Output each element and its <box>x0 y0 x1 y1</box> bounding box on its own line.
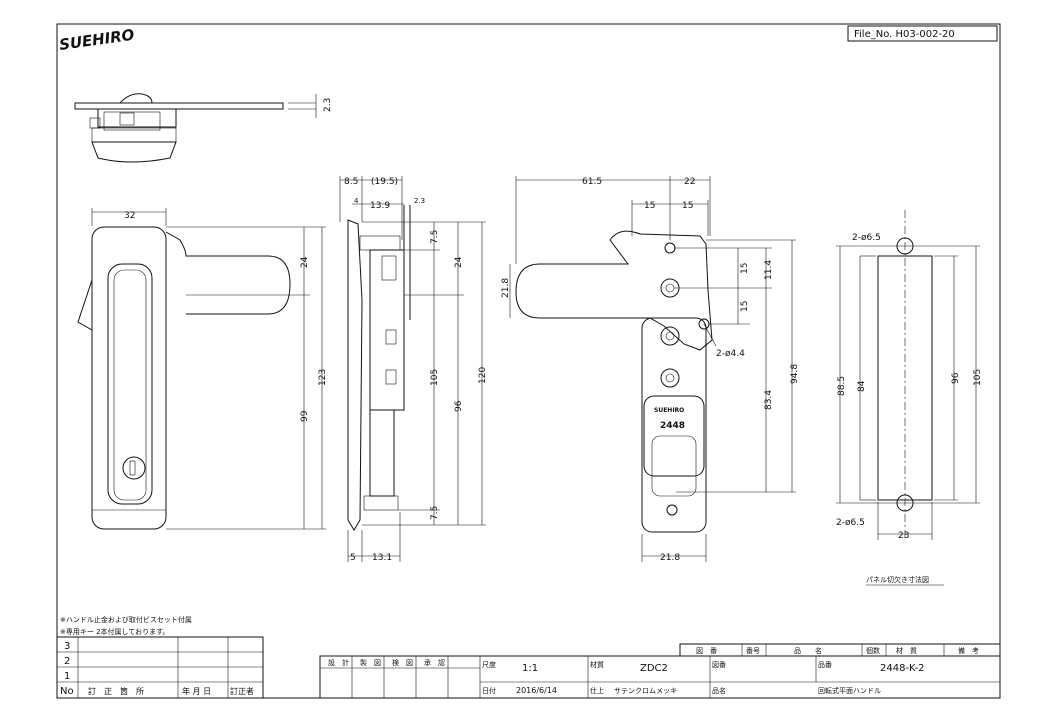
svg-text:96: 96 <box>454 400 464 412</box>
side-view: 8.5 (19.5) 4 13.9 2.3 7.5 24 105 96 120 … <box>339 176 488 563</box>
svg-text:パネル切欠き寸法図: パネル切欠き寸法図 <box>866 575 929 584</box>
svg-text:5: 5 <box>350 553 356 563</box>
svg-text:備 考: 備 考 <box>958 646 979 655</box>
svg-text:材 質: 材 質 <box>896 646 917 655</box>
svg-text:88.5: 88.5 <box>837 376 847 396</box>
svg-text:サテンクロムメッキ: サテンクロムメッキ <box>614 687 677 695</box>
svg-text:96: 96 <box>951 372 961 384</box>
svg-text:2448-K-2: 2448-K-2 <box>880 663 925 674</box>
svg-text:22: 22 <box>684 177 695 187</box>
svg-text:番号: 番号 <box>746 647 760 655</box>
svg-text:日付: 日付 <box>482 686 496 695</box>
svg-text:2.3: 2.3 <box>323 98 333 112</box>
rear-stamp: 2448 <box>660 421 685 431</box>
svg-text:検 図: 検 図 <box>392 658 413 667</box>
top-view: 2.3 <box>74 93 333 163</box>
svg-text:94.8: 94.8 <box>790 364 800 384</box>
svg-text:123: 123 <box>318 369 328 386</box>
svg-text:15: 15 <box>740 263 750 274</box>
svg-text:11.4: 11.4 <box>764 260 774 280</box>
svg-text:13.9: 13.9 <box>370 201 390 211</box>
svg-text:15: 15 <box>682 201 693 211</box>
svg-text:99: 99 <box>300 410 310 422</box>
svg-text:ZDC2: ZDC2 <box>640 663 668 674</box>
svg-text:4: 4 <box>354 197 359 205</box>
svg-text:2.3: 2.3 <box>414 197 425 205</box>
svg-text:品名: 品名 <box>712 686 726 695</box>
svg-text:SUEHIRO: SUEHIRO <box>58 26 136 54</box>
svg-text:承 認: 承 認 <box>424 658 445 667</box>
svg-text:製 図: 製 図 <box>360 658 381 667</box>
svg-text:年 月 日: 年 月 日 <box>182 686 211 696</box>
svg-text:2-ø6.5: 2-ø6.5 <box>852 233 881 243</box>
svg-text:3: 3 <box>64 641 70 652</box>
svg-text:83.4: 83.4 <box>764 390 774 410</box>
note-1: ※ハンドル止金および取付ビスセット付属 <box>60 615 192 624</box>
note-2: ※専用キー 2本付属しております。 <box>60 627 169 636</box>
svg-text:訂正者: 訂正者 <box>230 686 254 696</box>
title-block: 図 番 番号 品 名 個数 材 質 備 考 設 計 製 図 検 図 承 認 尺度… <box>319 643 1001 699</box>
svg-text:2: 2 <box>64 656 70 667</box>
svg-text:21.8: 21.8 <box>660 553 680 563</box>
svg-text:84: 84 <box>857 380 867 392</box>
svg-text:7.5: 7.5 <box>430 506 440 520</box>
svg-text:図番: 図番 <box>712 661 726 669</box>
svg-text:品 名: 品 名 <box>794 646 822 655</box>
revision-table: 3 2 1 No 訂 正 箇 所 年 月 日 訂正者 <box>56 636 264 699</box>
svg-text:回転式平面ハンドル: 回転式平面ハンドル <box>818 686 881 695</box>
svg-text:21.8: 21.8 <box>501 278 511 298</box>
rear-logo-mark: SUEHIRO <box>654 407 684 414</box>
svg-text:1:1: 1:1 <box>522 663 538 674</box>
svg-text:24: 24 <box>300 256 310 268</box>
svg-text:2-ø6.5: 2-ø6.5 <box>836 518 865 528</box>
file-no-box <box>847 25 998 42</box>
svg-text:(19.5): (19.5) <box>371 177 398 187</box>
svg-text:設 計: 設 計 <box>328 658 349 667</box>
suehiro-logo: SUEHIRO <box>58 26 136 54</box>
svg-text:個数: 個数 <box>866 646 880 655</box>
svg-text:61.5: 61.5 <box>582 177 602 187</box>
svg-text:No: No <box>60 686 74 697</box>
svg-text:24: 24 <box>454 256 464 268</box>
svg-text:品番: 品番 <box>818 661 832 669</box>
svg-text:13.1: 13.1 <box>372 553 392 563</box>
svg-text:23: 23 <box>898 531 909 541</box>
svg-text:7.5: 7.5 <box>430 230 440 244</box>
svg-text:図 番: 図 番 <box>696 647 717 655</box>
svg-text:32: 32 <box>124 211 135 221</box>
svg-text:2016/6/14: 2016/6/14 <box>516 686 557 695</box>
svg-text:15: 15 <box>740 301 750 312</box>
svg-text:2-ø4.4: 2-ø4.4 <box>716 349 745 359</box>
svg-text:15: 15 <box>644 201 655 211</box>
svg-text:訂 正 箇 所: 訂 正 箇 所 <box>88 686 144 696</box>
rear-view: SUEHIRO 2448 61.5 22 15 15 21.8 15 11.4 … <box>501 176 800 563</box>
svg-text:材質: 材質 <box>590 660 604 669</box>
front-view: 32 24 99 123 <box>77 208 328 530</box>
svg-text:尺度: 尺度 <box>482 660 496 669</box>
panel-cutout-view: 2-ø6.5 88.5 84 96 105 2-ø6.5 23 パネル切欠き寸法… <box>836 210 983 586</box>
svg-text:1: 1 <box>64 671 70 682</box>
svg-text:8.5: 8.5 <box>344 177 358 187</box>
file-no: File_No. H03-002-20 <box>854 29 955 40</box>
svg-text:105: 105 <box>430 369 440 386</box>
sheet-border <box>56 23 1001 699</box>
svg-text:105: 105 <box>973 369 983 386</box>
svg-text:仕上: 仕上 <box>590 686 604 695</box>
svg-text:120: 120 <box>478 367 488 384</box>
